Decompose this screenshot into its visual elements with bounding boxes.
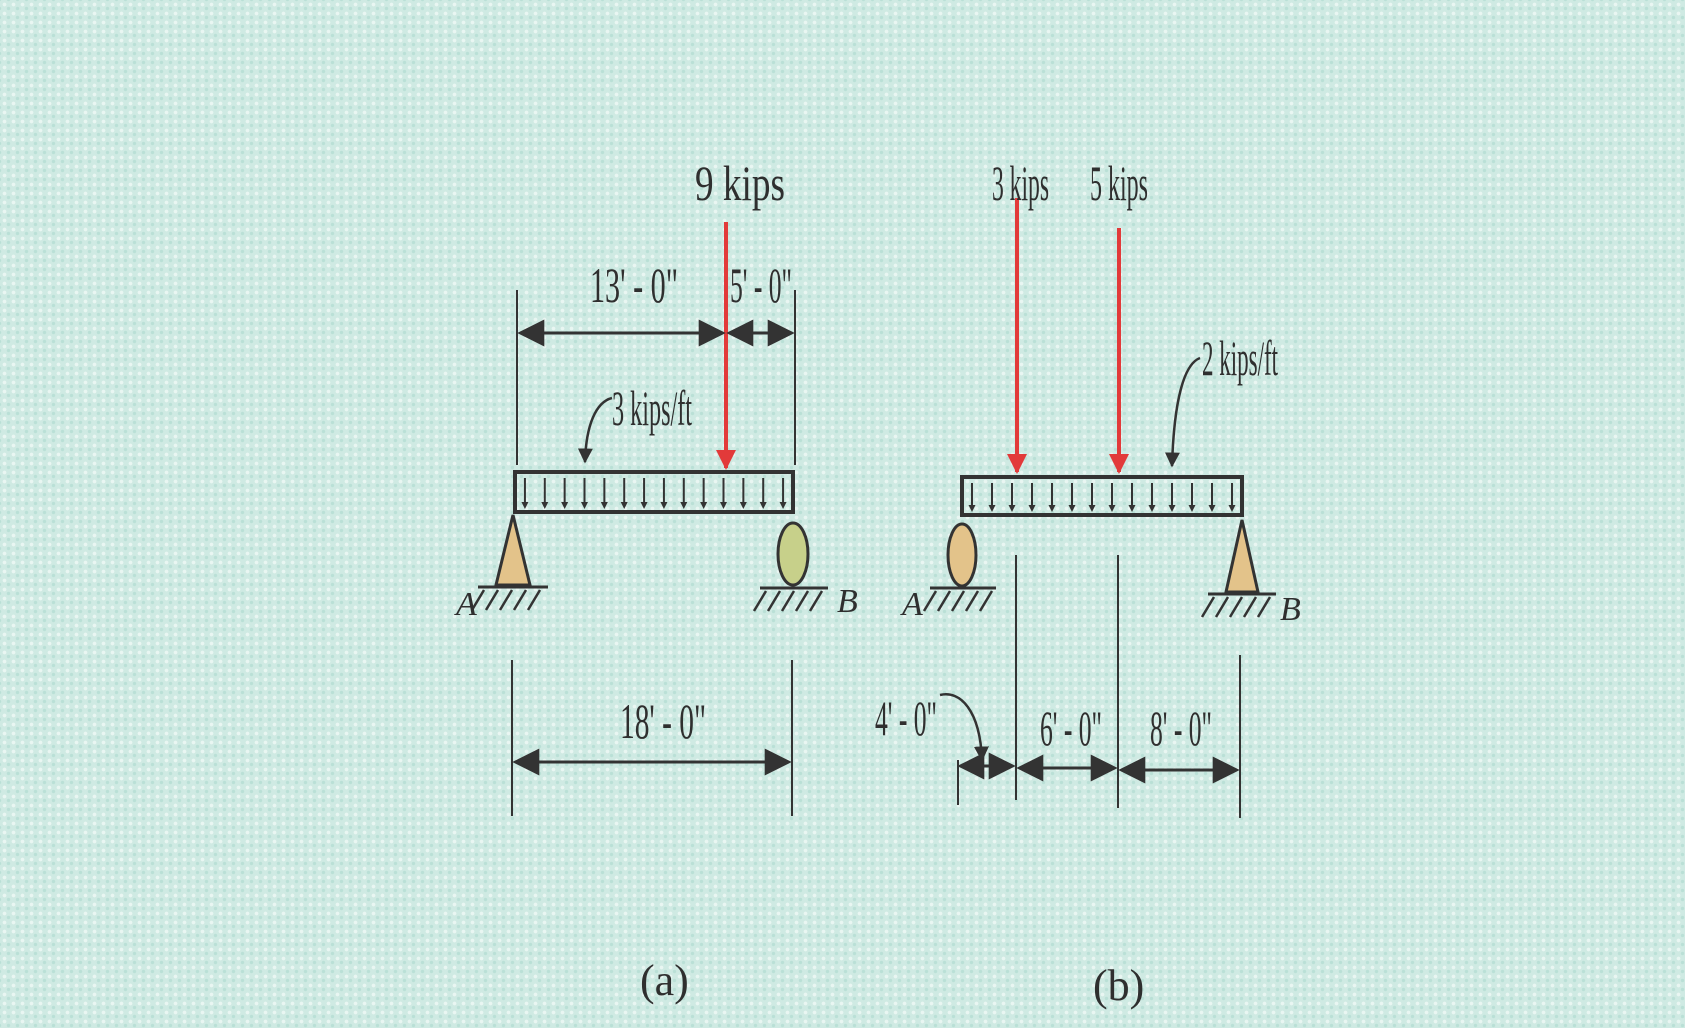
support-label-a-left: A [454, 586, 477, 623]
point-load-label-a: 9 kips [695, 155, 785, 211]
udl-arrow-a-head [521, 502, 529, 509]
caption-b: (b) [1093, 961, 1144, 1010]
dimension-label-13ft: 13' - 0" [590, 257, 678, 313]
udl-arrow-b-head [1128, 505, 1136, 512]
udl-arrow-a-head [739, 502, 747, 509]
udl-arrow-b-head [1068, 505, 1076, 512]
figure-b: 3 kips 5 kips 2 kips/ft A B 4' - 0" 6' -… [875, 155, 1301, 1010]
udl-arrow-b-head [988, 505, 996, 512]
roller-support-a [922, 522, 996, 612]
udl-arrow-a-head [759, 502, 767, 509]
dimension-label-4ft: 4' - 0" [875, 690, 937, 746]
udl-arrow-b-head [1168, 505, 1176, 512]
udl-arrow-a-head [561, 502, 569, 509]
udl-arrow-b-head [1008, 505, 1016, 512]
distributed-load-arrows-b [968, 483, 1236, 512]
support-label-b-right-b: B [1280, 591, 1301, 628]
udl-arrow-a-head [620, 502, 628, 509]
point-load-label-b1: 3 kips [992, 155, 1049, 211]
support-label-b-left: A [900, 586, 923, 623]
distributed-load-arrows-a [521, 478, 787, 509]
dimension-label-5ft: 5' - 0" [730, 257, 792, 313]
roller-support-b [752, 521, 828, 612]
distributed-load-label-b: 2 kips/ft [1202, 330, 1278, 386]
udl-arrow-a-head [660, 502, 668, 509]
udl-arrow-b-head [1228, 505, 1236, 512]
dimension-label-8ft: 8' - 0" [1150, 700, 1212, 756]
dimension-label-6ft: 6' - 0" [1040, 700, 1102, 756]
udl-arrow-b-head [1208, 505, 1216, 512]
udl-arrow-b-head [1148, 505, 1156, 512]
distributed-load-leader-a [577, 396, 613, 464]
udl-arrow-b-head [968, 505, 976, 512]
udl-arrow-b-head [1048, 505, 1056, 512]
udl-arrow-b-head [1088, 505, 1096, 512]
dimension-leader-4ft [939, 693, 989, 762]
udl-arrow-a-head [541, 502, 549, 509]
udl-arrow-a-head [700, 502, 708, 509]
distributed-load-label-a: 3 kips/ft [612, 380, 692, 436]
udl-arrow-b-head [1108, 505, 1116, 512]
beam-a [513, 470, 795, 514]
beam-b [960, 475, 1244, 517]
point-load-label-b2: 5 kips [1090, 155, 1148, 211]
pin-support-a [470, 514, 548, 611]
support-label-b-right: B [837, 583, 858, 620]
distributed-load-leader-b [1164, 356, 1201, 468]
udl-arrow-b-head [1188, 505, 1196, 512]
pin-support-b [1200, 519, 1276, 618]
udl-arrow-a-head [600, 502, 608, 509]
udl-arrow-b-head [1028, 505, 1036, 512]
dimension-label-span-a: 18' - 0" [620, 693, 706, 749]
figure-a: 9 kips 13' - 0" 5' - 0" 3 kips/ft A B 18… [454, 155, 858, 1005]
udl-arrow-a-head [640, 502, 648, 509]
udl-arrow-a-head [720, 502, 727, 509]
udl-arrow-a-head [779, 502, 787, 509]
caption-a: (a) [640, 956, 689, 1005]
udl-arrow-a-head [680, 502, 688, 509]
udl-arrow-a-head [581, 502, 588, 509]
